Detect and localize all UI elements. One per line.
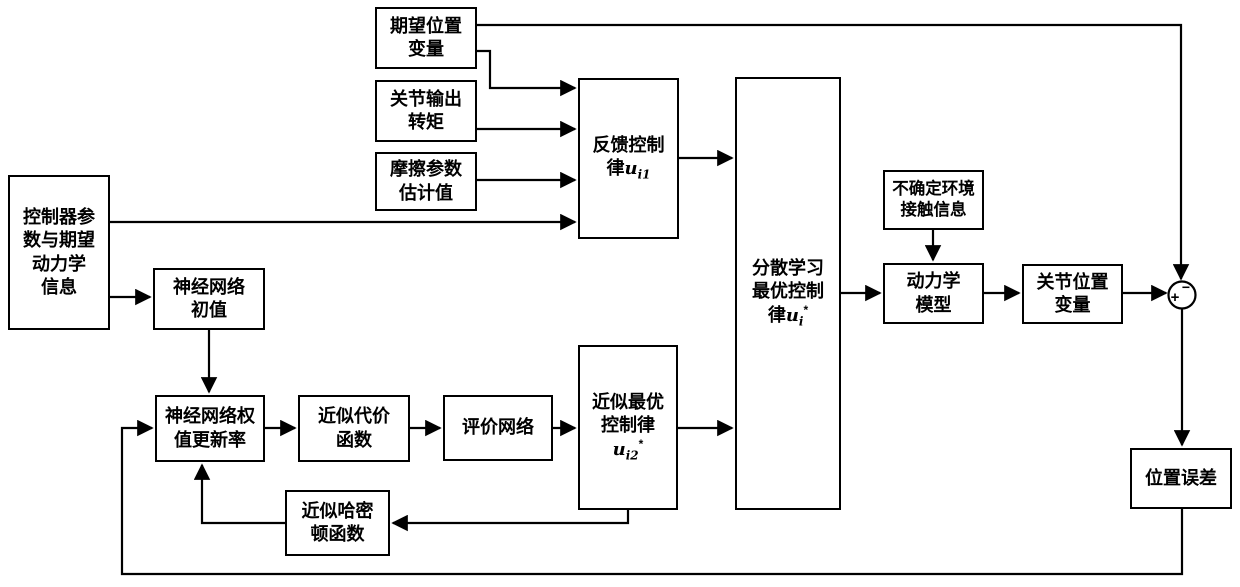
box-position-error: 位置误差 [1130,448,1232,509]
box-feedback-control-law: 反馈控制 律ui1 [578,78,679,239]
box-label: 动力学 [32,253,86,274]
box-label: 接触信息 [900,201,967,219]
box-label: 期望位置 [390,15,462,36]
box-label: 神经网络权 [165,406,255,427]
box-nn-weight-update-rate: 神经网络权 值更新率 [155,395,265,462]
summing-plus-sign: + [1171,289,1180,306]
box-label: 分散学习 [752,257,824,278]
box-joint-output-torque: 关节输出 转矩 [375,80,477,142]
box-uncertain-environment-contact-info: 不确定环境 接触信息 [883,170,984,230]
box-label-math: 律ui* [767,303,809,329]
box-label: 控制律 [601,414,655,435]
box-label: 值更新率 [174,429,246,450]
box-label: 摩擦参数 [390,159,462,180]
box-joint-position-variable: 关节位置 变量 [1022,264,1123,324]
box-label: 转矩 [408,112,444,132]
box-label: 神经网络 [173,276,245,297]
box-dynamics-model: 动力学 模型 [883,263,984,324]
box-label: 近似代价 [318,406,390,427]
box-label: 函数 [336,429,372,450]
box-label: 信息 [41,276,77,297]
summing-junction [1167,280,1197,310]
box-decentralized-optimal-control-law: 分散学习 最优控制 律ui* [735,77,841,510]
box-label: 变量 [1054,295,1091,315]
box-label: 模型 [915,294,952,315]
box-friction-param-estimate: 摩擦参数 估计值 [375,152,477,211]
box-label: 变量 [408,39,444,59]
box-label: 估计值 [399,182,453,203]
box-approx-cost-function: 近似代价 函数 [298,395,410,462]
box-critic-network: 评价网络 [443,395,553,461]
box-label: 关节位置 [1036,271,1109,292]
box-label: 反馈控制 [592,134,665,155]
box-label: 控制器参 [23,206,95,227]
box-label: 位置误差 [1145,467,1217,488]
box-controller-params-info: 控制器参 数与期望 动力学 信息 [8,175,110,330]
box-label-math: ui2* [612,437,644,463]
box-label-math: 律ui1 [606,158,651,182]
box-label: 近似最优 [592,391,664,412]
box-label: 关节输出 [390,88,462,109]
box-label: 顿函数 [310,524,365,544]
box-nn-initial-value: 神经网络 初值 [153,268,265,330]
summing-minus-sign: − [1182,279,1190,295]
box-label: 数与期望 [23,230,95,251]
box-approx-optimal-control-law: 近似最优 控制律 ui2* [578,345,678,510]
box-label: 不确定环境 [892,179,975,198]
box-label: 评价网络 [462,417,534,438]
box-label: 动力学 [906,271,961,292]
box-approx-hamiltonian: 近似哈密 顿函数 [285,490,390,556]
box-label: 最优控制 [752,280,824,301]
box-desired-position-variable: 期望位置 变量 [375,7,477,69]
box-label: 近似哈密 [301,500,374,521]
box-label: 初值 [191,300,227,320]
